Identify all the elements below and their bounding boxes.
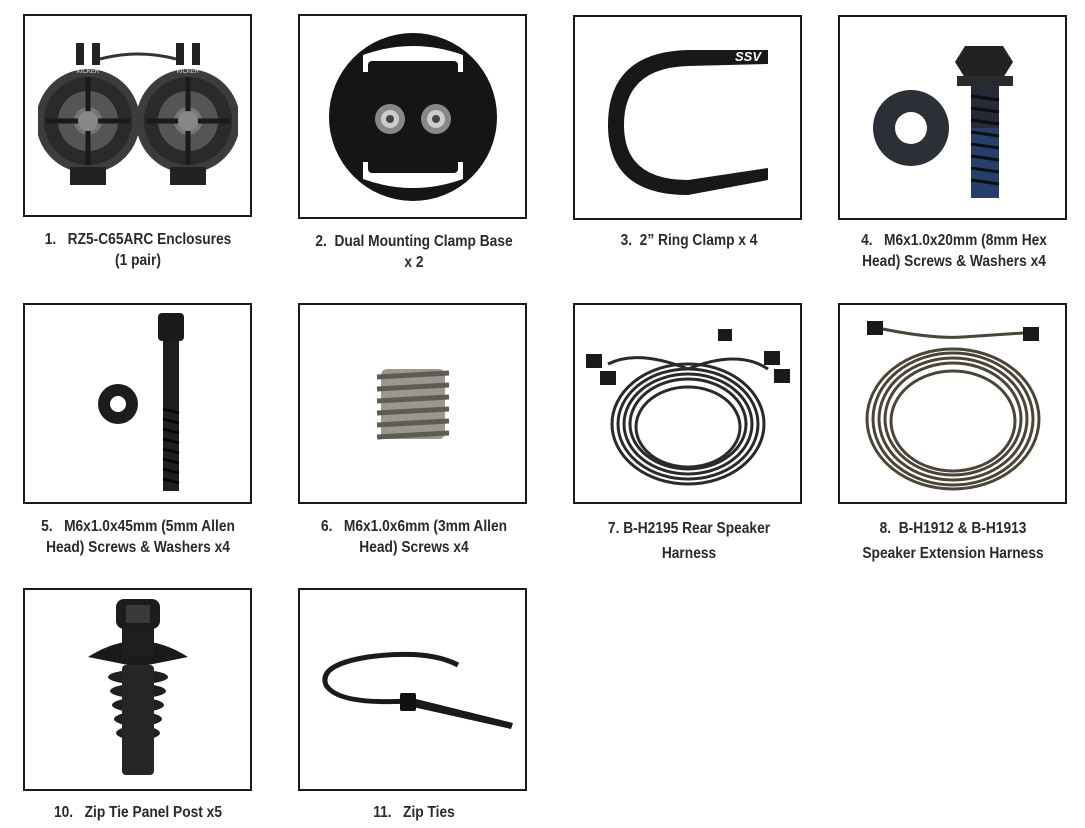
item-6-image bbox=[298, 303, 527, 504]
item-number: 11. bbox=[373, 804, 392, 821]
item-5-image bbox=[23, 303, 252, 504]
item-line1: 2” Ring Clamp x 4 bbox=[639, 232, 758, 249]
item-line2: Head) Screws & Washers x4 bbox=[46, 539, 230, 556]
item-11-image bbox=[298, 588, 527, 791]
item-line2: Speaker Extension Harness bbox=[862, 545, 1044, 562]
panel-post-icon bbox=[87, 598, 188, 775]
item-3-caption: 3. 2” Ring Clamp x 4 bbox=[570, 230, 807, 251]
item-1-caption: 1. RZ5-C65ARC Enclosures (1 pair) bbox=[19, 229, 256, 271]
item-line2: Harness bbox=[661, 545, 717, 562]
item-line1: Zip Tie Panel Post x5 bbox=[84, 804, 222, 821]
item-line1: M6x1.0x20mm (8mm Hex bbox=[884, 232, 1047, 249]
item-8-image bbox=[838, 303, 1067, 504]
item-7-image bbox=[573, 303, 802, 504]
item-1-image: KICKER KICKER bbox=[23, 14, 252, 217]
item-line2: (1 pair) bbox=[115, 252, 161, 269]
item-6-caption: 6. M6x1.0x6mm (3mm Allen Head) Screws x4 bbox=[295, 516, 532, 558]
speaker-enclosures-icon: KICKER KICKER bbox=[37, 42, 238, 185]
item-10-image bbox=[23, 588, 252, 791]
clamp-base-icon bbox=[328, 32, 497, 201]
item-2-image bbox=[298, 14, 527, 219]
item-line1: B-H2195 Rear Speaker bbox=[623, 520, 771, 537]
item-number: 3. bbox=[620, 232, 633, 249]
item-number: 5. bbox=[41, 518, 53, 535]
hex-screw-icon bbox=[872, 45, 1013, 198]
item-number: 7. bbox=[607, 520, 620, 537]
item-11-caption: 11. Zip Ties bbox=[295, 802, 532, 823]
item-2-caption: 2. Dual Mounting Clamp Base x 2 bbox=[295, 231, 532, 273]
item-4-caption: 4. M6x1.0x20mm (8mm Hex Head) Screws & W… bbox=[834, 230, 1075, 272]
item-line1: Zip Ties bbox=[403, 804, 455, 821]
set-screw-icon bbox=[376, 368, 449, 439]
speaker-brand-right: KICKER bbox=[176, 69, 199, 75]
item-line1: B-H1912 & B-H1913 bbox=[898, 520, 1027, 537]
item-line2: Head) Screws x4 bbox=[359, 539, 469, 556]
item-number: 1. bbox=[44, 231, 57, 248]
extension-harness-icon bbox=[865, 320, 1040, 490]
ring-clamp-icon: SSV bbox=[607, 49, 768, 195]
allen-screw-icon bbox=[97, 312, 184, 491]
item-5-caption: 5. M6x1.0x45mm (5mm Allen Head) Screws &… bbox=[19, 516, 256, 558]
brand-top: SSV bbox=[734, 49, 761, 64]
item-4-image bbox=[838, 15, 1067, 220]
speaker-brand-left: KICKER bbox=[76, 69, 99, 75]
item-3-image: SSV bbox=[573, 15, 802, 220]
item-line2: x 2 bbox=[404, 254, 424, 271]
item-number: 10. bbox=[53, 804, 74, 821]
item-number: 2. bbox=[315, 233, 327, 250]
item-number: 4. bbox=[861, 232, 873, 249]
item-number: 6. bbox=[320, 518, 333, 535]
item-10-caption: 10. Zip Tie Panel Post x5 bbox=[19, 802, 256, 823]
item-line1: RZ5-C65ARC Enclosures bbox=[67, 231, 232, 248]
item-7-caption: 7. B-H2195 Rear Speaker Harness bbox=[570, 516, 807, 566]
item-line1: M6x1.0x45mm (5mm Allen bbox=[64, 518, 235, 535]
item-8-caption: 8. B-H1912 & B-H1913 Speaker Extension H… bbox=[834, 516, 1071, 566]
item-number: 8. bbox=[879, 520, 892, 537]
item-line2: Head) Screws & Washers x4 bbox=[862, 253, 1046, 270]
item-line1: Dual Mounting Clamp Base bbox=[334, 233, 513, 250]
item-line1: M6x1.0x6mm (3mm Allen bbox=[343, 518, 508, 535]
zip-tie-icon bbox=[321, 651, 513, 729]
rear-harness-icon bbox=[585, 328, 790, 485]
